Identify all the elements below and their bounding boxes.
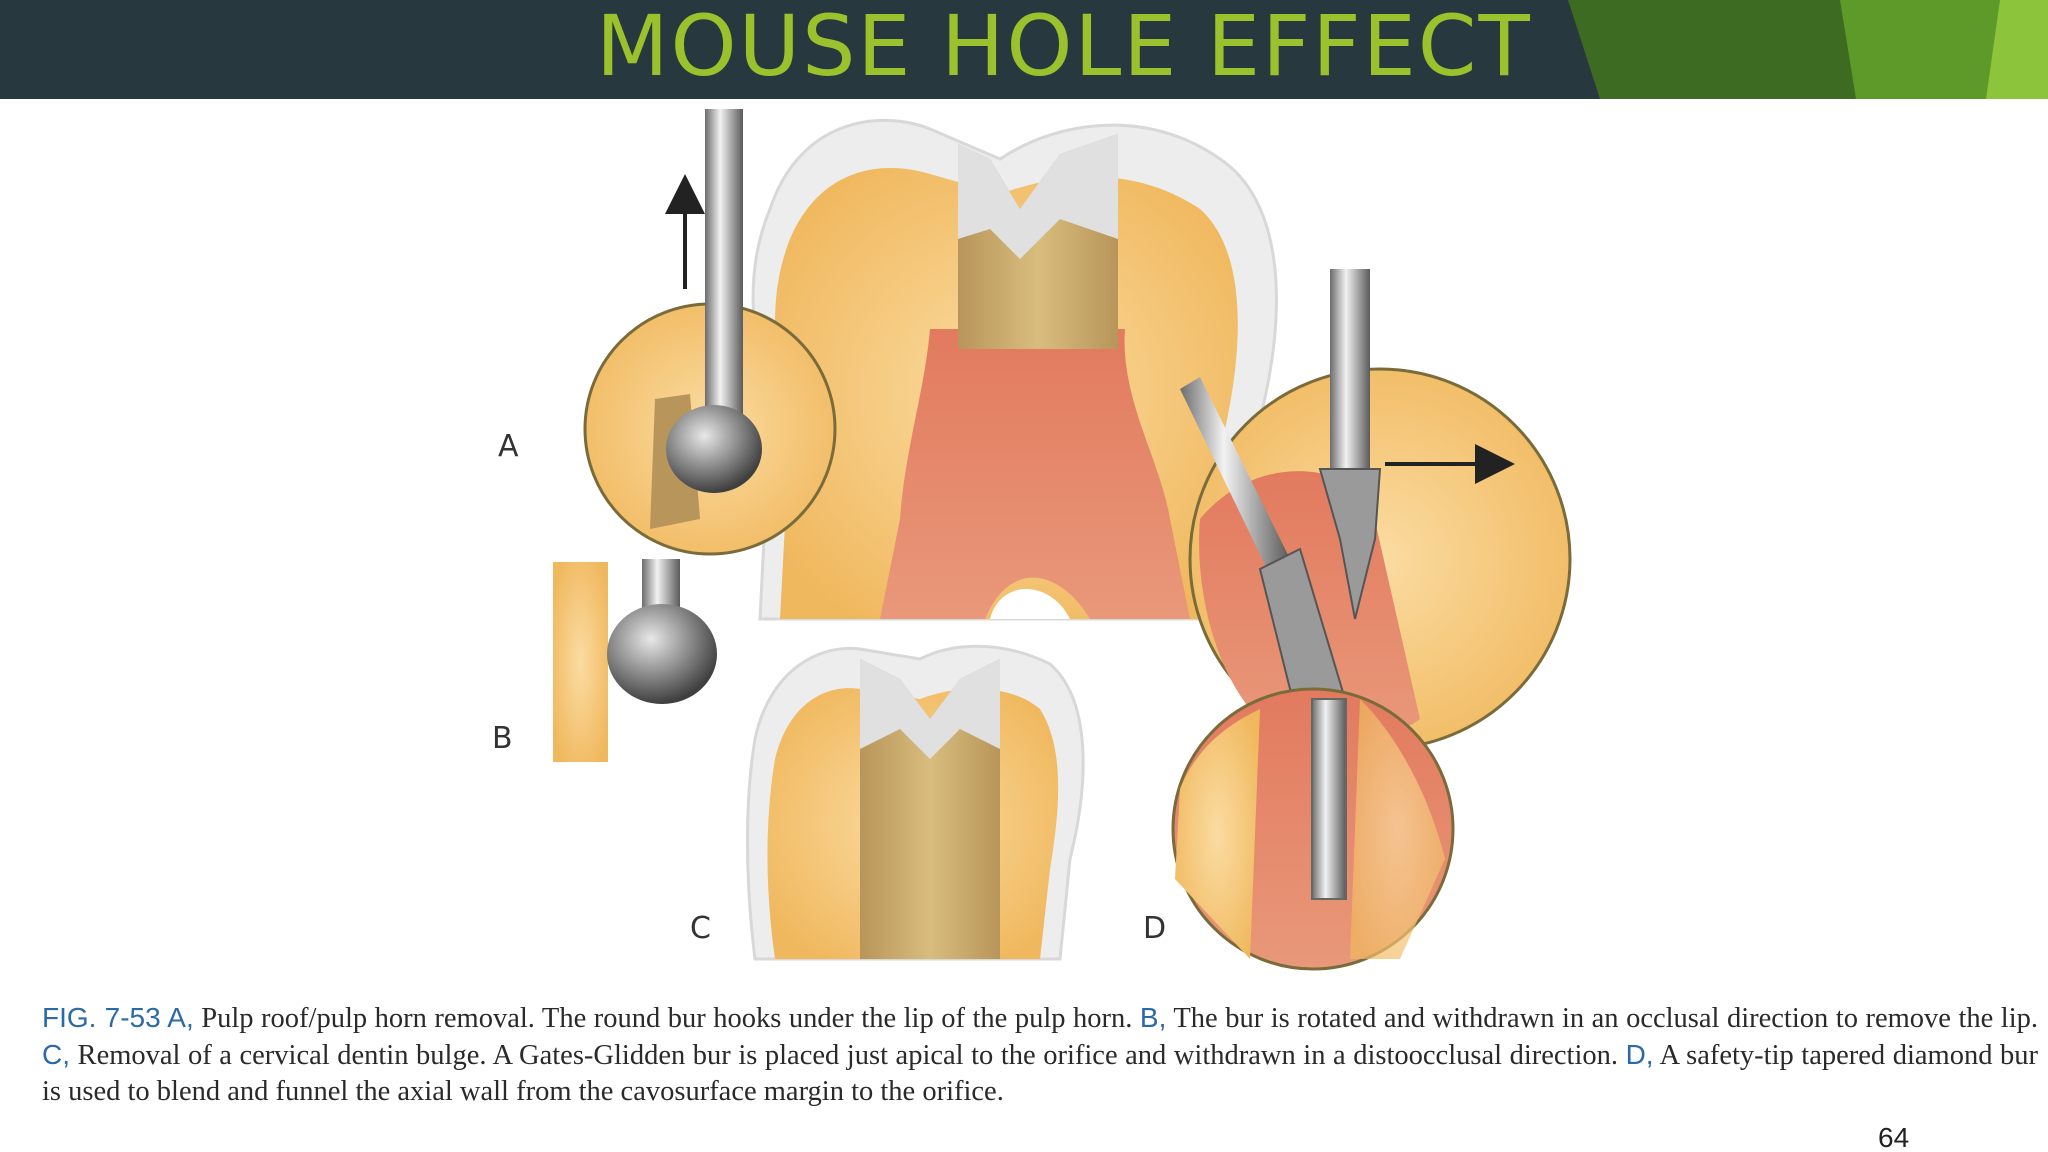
detail-d-lower bbox=[1171, 687, 1455, 971]
caption-part-d: A safety-tip tapered diamond bur is used… bbox=[42, 1040, 2038, 1107]
caption-d-label: D, bbox=[1625, 1039, 1654, 1070]
caption-part-a: Pulp roof/pulp horn removal. The round b… bbox=[193, 1003, 1140, 1034]
lower-occlusal-cut bbox=[860, 659, 1000, 759]
detail-d-lower-dentin bbox=[1175, 709, 1260, 959]
upper-root-gap bbox=[990, 589, 1070, 619]
figure-caption: FIG. 7-53 A, Pulp roof/pulp horn removal… bbox=[42, 1000, 2038, 1110]
detail-b bbox=[553, 559, 717, 762]
detail-d-tapered-bur-tip bbox=[1318, 468, 1382, 620]
detail-d-upper bbox=[1180, 269, 1572, 751]
upper-occlusal-cut bbox=[958, 134, 1118, 259]
detail-a bbox=[583, 109, 837, 556]
detail-a-round-bur bbox=[666, 405, 762, 493]
caption-part-c: Removal of a cervical dentin bulge. A Ga… bbox=[70, 1040, 1626, 1071]
slide-title: MOUSE HOLE EFFECT bbox=[0, 0, 2048, 99]
detail-d-tapered-bur-shaft bbox=[1330, 269, 1370, 469]
title-accent-shapes bbox=[1568, 0, 2048, 99]
caption-fig-id: FIG. 7-53 A, bbox=[42, 1002, 194, 1033]
upper-tooth bbox=[751, 118, 1278, 621]
dental-figure: A B C D bbox=[0, 99, 2048, 979]
panel-label-d: D bbox=[1143, 911, 1167, 946]
panel-label-b: B bbox=[492, 721, 513, 756]
figure-illustration bbox=[553, 109, 1572, 971]
detail-b-round-bur bbox=[607, 604, 717, 704]
panel-label-c: C bbox=[690, 911, 711, 946]
detail-d-gates-bur-shaft bbox=[1180, 377, 1290, 571]
panel-label-a: A bbox=[498, 429, 519, 464]
caption-part-b: The bur is rotated and withdrawn in an o… bbox=[1166, 1003, 2039, 1034]
lower-tooth-c bbox=[746, 644, 1085, 961]
slide-title-text: MOUSE HOLE EFFECT bbox=[596, 0, 1532, 95]
lower-canal bbox=[860, 659, 1000, 959]
detail-d-diamond-bur bbox=[1311, 698, 1347, 900]
accent-light-green bbox=[1986, 0, 2048, 99]
detail-d-lower-dentin-right bbox=[1350, 699, 1445, 959]
title-bar: MOUSE HOLE EFFECT bbox=[0, 0, 2048, 99]
detail-b-dentin-block bbox=[553, 562, 608, 762]
upper-pulp bbox=[880, 329, 1190, 619]
caption-b-label: B, bbox=[1139, 1002, 1167, 1033]
caption-c-label: C, bbox=[42, 1039, 70, 1070]
detail-a-bur-shaft bbox=[705, 109, 743, 429]
page-number: 64 bbox=[1878, 1122, 1910, 1152]
